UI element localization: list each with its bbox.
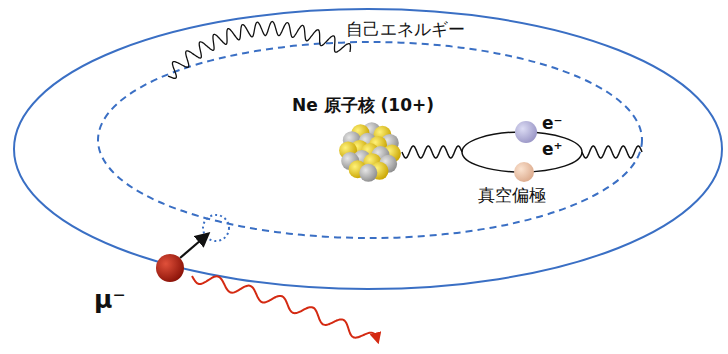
inner-orbit bbox=[98, 42, 642, 238]
self-energy-photon bbox=[168, 22, 350, 79]
photon-line bbox=[402, 146, 462, 158]
muon bbox=[156, 254, 184, 282]
particle-label: e⁺ bbox=[542, 140, 563, 159]
emitted-photon bbox=[192, 276, 378, 342]
process-label: 自己エネルギー bbox=[346, 20, 465, 39]
momentum-arrow bbox=[180, 234, 208, 258]
outer-orbit bbox=[14, 9, 722, 289]
electron bbox=[515, 121, 537, 143]
particle-label: e⁻ bbox=[542, 114, 563, 133]
nucleus-label: Ne 原子核 (10+) bbox=[292, 96, 434, 115]
previous-position bbox=[203, 215, 229, 241]
photon-line bbox=[582, 146, 642, 158]
nucleus bbox=[339, 122, 401, 182]
particle-label: μ⁻ bbox=[94, 286, 126, 314]
nucleon bbox=[359, 164, 377, 182]
process-label: 真空偏極 bbox=[478, 186, 546, 205]
positron bbox=[514, 162, 534, 182]
